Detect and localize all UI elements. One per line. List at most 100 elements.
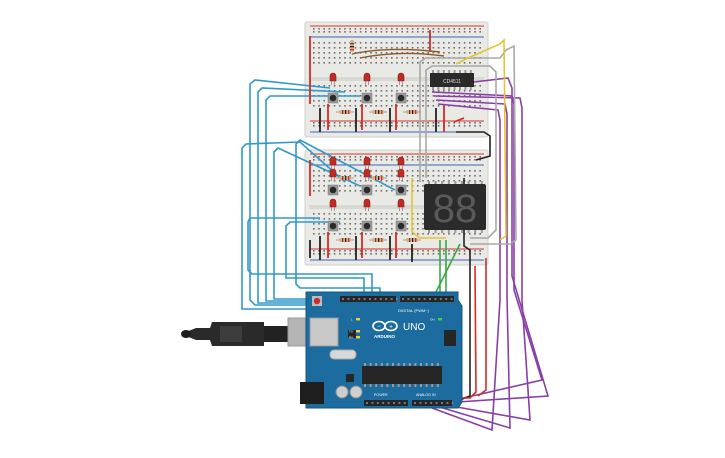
usb-cable[interactable] <box>181 317 313 347</box>
breadboard-hole <box>328 42 331 44</box>
wire-purple[interactable] <box>435 99 511 430</box>
breadboard-hole <box>328 233 331 235</box>
chip-pin <box>397 363 400 366</box>
breadboard-hole <box>318 52 320 54</box>
breadboard-hole <box>406 213 409 215</box>
resistor-band <box>345 238 347 242</box>
breadboard-hole <box>391 223 393 225</box>
digital-header-right[interactable] <box>400 296 454 302</box>
chip-pin <box>364 384 366 387</box>
breadboard-hole <box>396 125 398 127</box>
breadboard-hole <box>453 122 455 124</box>
breadboard-hole <box>344 122 346 124</box>
breadboard-hole <box>313 42 315 44</box>
breadboard-hole <box>349 85 351 87</box>
ic-pin <box>469 70 472 73</box>
breadboard-hole <box>396 159 398 161</box>
breadboard-hole <box>401 122 403 124</box>
breadboard-hole <box>396 250 398 252</box>
wire-yellow[interactable] <box>455 38 507 241</box>
resistor-band <box>350 49 354 51</box>
breadboard-hole <box>359 213 362 215</box>
breadboard-hole <box>323 57 325 59</box>
breadboard-hole <box>458 170 461 172</box>
breadboard-hole <box>359 190 362 192</box>
digital-header-left[interactable] <box>340 296 396 302</box>
breadboard-hole <box>380 47 383 49</box>
breadboard-hole <box>380 223 383 225</box>
ic-pin <box>459 87 461 90</box>
wire-red[interactable] <box>453 117 465 123</box>
breadboard-hole <box>401 85 403 87</box>
wire-green[interactable] <box>433 243 461 297</box>
breadboard-hole <box>406 28 409 30</box>
push-button-icon <box>397 186 405 194</box>
breadboard-hole <box>333 156 336 158</box>
breadboard-hole <box>339 57 341 59</box>
breadboard-hole <box>401 28 403 30</box>
breadboard-hole <box>437 170 440 172</box>
breadboard-hole <box>344 170 346 172</box>
breadboard-hole <box>469 122 471 124</box>
breadboard-hole <box>344 175 346 177</box>
breadboard-hole <box>448 233 450 235</box>
wire-brown[interactable] <box>359 52 445 59</box>
wire-black[interactable] <box>456 131 491 161</box>
wire-gray[interactable] <box>425 65 497 239</box>
breadboard-hole <box>323 185 325 187</box>
breadboard-hole <box>385 57 388 59</box>
chip-pin <box>386 363 389 366</box>
wire-blue[interactable] <box>285 221 365 296</box>
breadboard-hole <box>344 31 346 33</box>
breadboard-hole <box>443 62 445 64</box>
breadboard-hole <box>479 175 481 177</box>
breadboard-hole <box>422 100 424 102</box>
breadboard-hole <box>422 223 424 225</box>
breadboard-hole <box>411 170 414 172</box>
breadboard-hole <box>396 62 398 64</box>
power-jack[interactable] <box>300 382 324 404</box>
breadboard-hole <box>313 156 315 158</box>
breadboard-hole <box>323 125 325 127</box>
breadboard-hole <box>375 47 377 49</box>
breadboard-hole <box>479 250 481 252</box>
display-pin <box>474 230 477 233</box>
wire-purple[interactable] <box>433 95 531 421</box>
chip-pin <box>380 384 383 387</box>
breadboard-hole <box>406 125 409 127</box>
resistor-band <box>348 176 350 180</box>
wire-purple[interactable] <box>431 103 501 432</box>
breadboard-hole <box>469 28 471 30</box>
display-pins <box>428 181 483 233</box>
breadboard-hole <box>469 233 471 235</box>
seven-segment-display[interactable]: 88 <box>424 181 486 233</box>
wire-gray[interactable] <box>419 44 517 245</box>
header-pin <box>358 298 361 300</box>
arduino-uno[interactable]: − + UNO ARDUINO DIGITAL (PWM~) POWER ANA… <box>300 291 463 409</box>
reset-button[interactable] <box>313 297 321 305</box>
breadboard-hole <box>354 57 357 59</box>
breadboard-hole <box>339 31 341 33</box>
breadboard-hole <box>437 253 440 255</box>
wire-purple[interactable] <box>431 91 544 403</box>
breadboard-hole <box>469 100 471 102</box>
breadboard-hole <box>354 28 357 30</box>
wire-blue[interactable] <box>247 217 373 296</box>
breadboard-hole <box>349 105 351 107</box>
breadboard-hole <box>396 28 398 30</box>
power-header[interactable] <box>364 400 408 406</box>
breadboard-hole <box>406 62 409 64</box>
breadboard-hole <box>463 42 466 44</box>
breadboard-hole <box>396 180 398 182</box>
ic-cd4511[interactable]: CD4511 <box>430 70 474 90</box>
wire-red[interactable] <box>477 258 487 397</box>
icsp-header[interactable] <box>444 330 456 346</box>
breadboard-hole <box>458 52 461 54</box>
wire-blue[interactable] <box>295 139 396 296</box>
breadboard-hole <box>391 28 393 30</box>
wire-yellow[interactable] <box>411 178 446 239</box>
wire-brown[interactable] <box>351 48 441 55</box>
breadboard-hole <box>339 185 341 187</box>
breadboard-hole <box>422 159 424 161</box>
breadboard-hole <box>448 42 450 44</box>
